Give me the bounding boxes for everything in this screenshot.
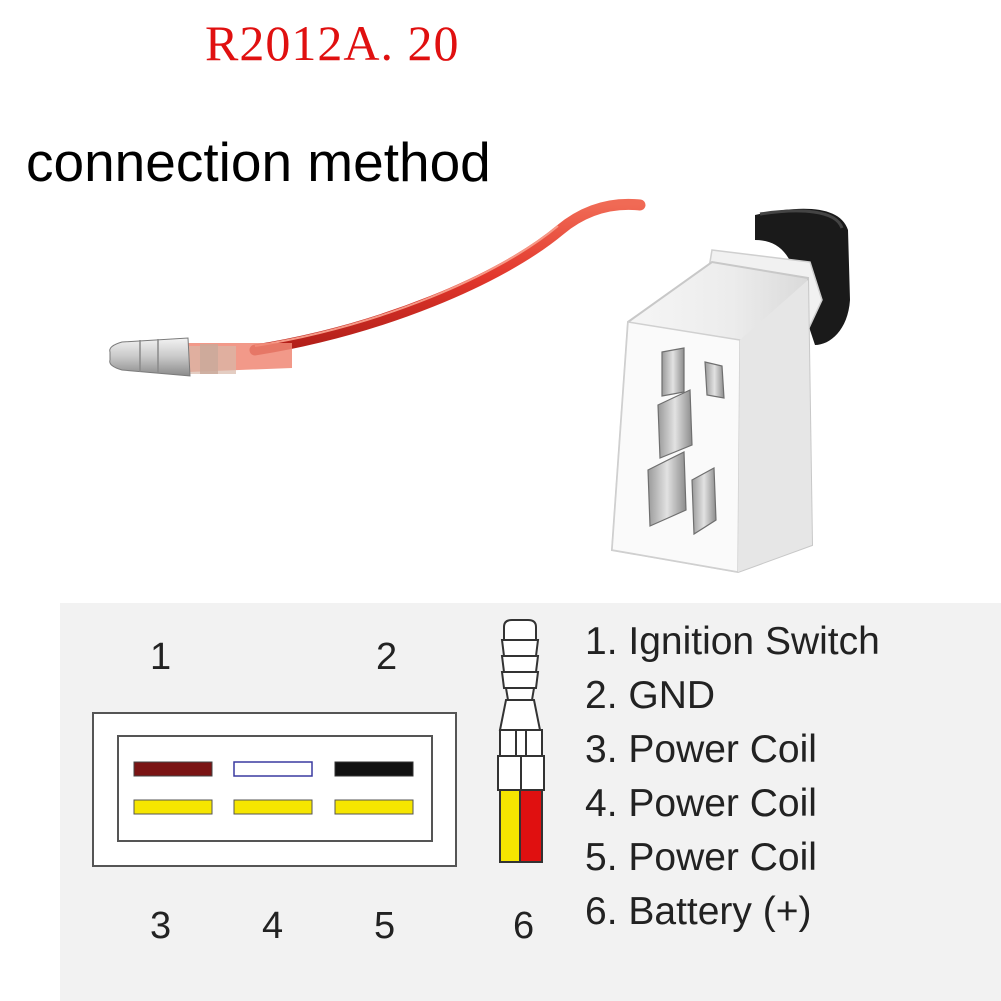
pin-number-5: 5	[374, 905, 396, 947]
connector-pins	[647, 347, 725, 536]
legend-item-3: 3. Power Coil	[585, 728, 817, 771]
legend-item-4: 4. Power Coil	[585, 782, 817, 825]
pin-number-3: 3	[150, 905, 172, 947]
red-wire	[249, 198, 646, 356]
legend-item-1: 1. Ignition Switch	[585, 620, 880, 663]
pin-4-yellow	[233, 799, 313, 815]
pin-number-6: 6	[513, 905, 535, 947]
product-photo	[0, 92, 1001, 602]
pin-number-1: 1	[150, 636, 172, 678]
pin-legend: 1. Ignition Switch 2. GND 3. Power Coil …	[585, 615, 880, 939]
pin-1-brown	[133, 761, 213, 777]
pinout-diagram	[92, 619, 545, 867]
bullet-terminal	[109, 337, 191, 377]
bullet-terminal-diagram	[497, 619, 545, 863]
pin-3-yellow	[133, 799, 213, 815]
pin-5-yellow	[334, 799, 414, 815]
pin-2-white	[233, 761, 313, 777]
model-code: R2012A. 20	[205, 15, 460, 71]
connector-inner	[117, 735, 433, 842]
pin-black	[334, 761, 414, 777]
pin-number-4: 4	[262, 905, 284, 947]
legend-item-6: 6. Battery (+)	[585, 890, 812, 933]
legend-item-5: 5. Power Coil	[585, 836, 817, 879]
page-title: connection method	[26, 131, 491, 193]
pin-number-2: 2	[376, 636, 398, 678]
legend-item-2: 2. GND	[585, 674, 716, 717]
